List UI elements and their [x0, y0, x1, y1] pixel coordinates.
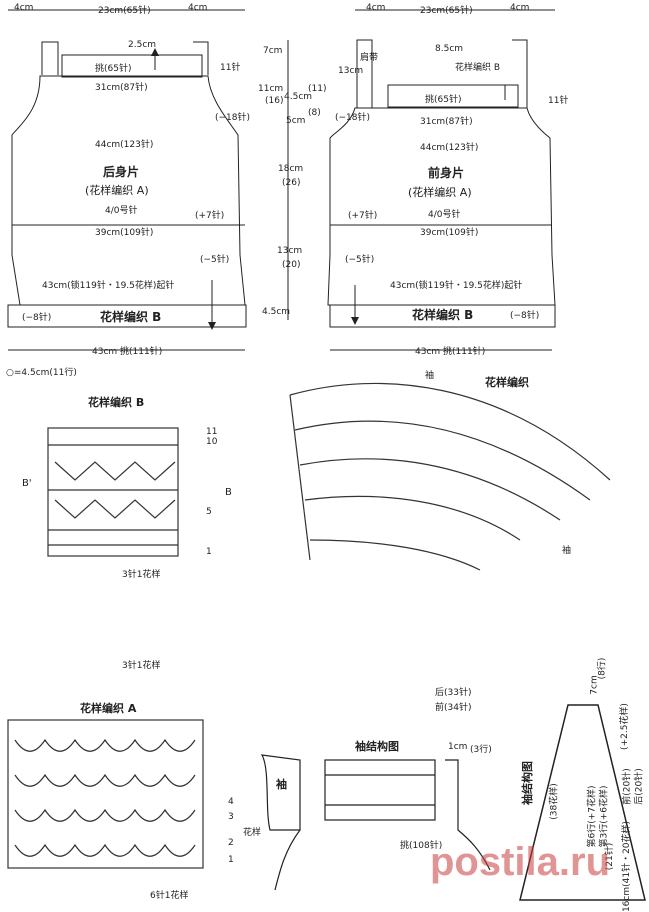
center-dim-6: 5cm: [286, 116, 306, 126]
center-dim-10: 13cm: [277, 246, 303, 256]
top-dim-right-right: 4cm: [510, 3, 530, 13]
row-note: ○=4.5cm(11行): [6, 368, 77, 378]
sleeve-pattern-title: 袖结构图: [521, 761, 534, 805]
sleeve-structure-height: 1cm: [448, 742, 468, 752]
pattern-b-prime: B': [22, 478, 32, 489]
back-neck-dec: 11针: [220, 63, 241, 73]
pattern-b-chart: [47, 427, 179, 557]
sleeve-pattern-count: (38花样): [549, 783, 560, 820]
top-dim-right-mid: 23cm(65针): [420, 6, 473, 16]
sleeve-structure-drawing: [260, 754, 491, 891]
front-strap-height: 13cm: [338, 66, 364, 76]
pattern-a-row-1: 1: [228, 855, 234, 865]
front-edge-label: 花样编织 B: [412, 308, 474, 322]
sleeve-pattern-back: 后(20针): [634, 768, 645, 805]
sleeve-pattern-inc2: 第3行(+6花样): [599, 785, 610, 848]
front-needle: 4/0号针: [428, 210, 461, 220]
pattern-b-row-5: 5: [206, 507, 212, 517]
back-needle: 4/0号针: [105, 206, 138, 216]
pattern-a-row-2: 2: [228, 838, 234, 848]
back-waist: 39cm(109针): [95, 228, 154, 238]
pattern-a-repeat-bottom: 6针1花样: [150, 891, 189, 901]
pattern-b-row-11: 11: [206, 427, 218, 437]
sleeve-back-count: 后(33针): [435, 688, 472, 698]
back-pick-up: 挑(65针): [95, 64, 132, 74]
front-bust: 44cm(123针): [420, 143, 479, 153]
front-neck-dec: 11针: [548, 96, 569, 106]
front-strap-label: 肩带: [360, 53, 379, 63]
center-dim-11: (20): [282, 260, 301, 270]
back-bust: 44cm(123针): [95, 140, 154, 150]
pattern-b-title: 花样编织 B: [88, 396, 145, 409]
front-strap-pattern: 花样编织 B: [455, 63, 501, 73]
center-dim-9: (26): [282, 178, 301, 188]
sleeve-structure-rows: (3行): [470, 745, 492, 755]
sleeve-chart-title: 花样编织: [485, 376, 529, 389]
front-subtitle: (花样编织 A): [408, 186, 472, 199]
watermark: postila.ru: [430, 840, 611, 884]
front-inc: (+7针): [348, 211, 378, 221]
back-dec: (−5针): [200, 255, 230, 265]
front-pick-up: 挑(65针): [425, 95, 462, 105]
center-dim-2: 11cm: [258, 84, 284, 94]
pattern-b-label: B: [225, 487, 232, 498]
sleeve-fan-chart: [289, 382, 611, 571]
sleeve-structure-pick-up: 挑(108针): [400, 841, 443, 851]
pattern-b-repeat: 3针1花样: [122, 570, 161, 580]
center-dim-1: 7cm: [263, 46, 283, 56]
pattern-a-title: 花样编织 A: [80, 702, 137, 715]
front-dec: (−5针): [345, 255, 375, 265]
back-subtitle: (花样编织 A): [85, 184, 149, 197]
pattern-a-row-3: 3: [228, 812, 234, 822]
pattern-a-row-4: 4: [228, 797, 234, 807]
front-upper-width: 31cm(87针): [420, 117, 473, 127]
top-dim-left-left: 4cm: [14, 3, 34, 13]
center-dim-7: (8): [308, 108, 321, 118]
back-title: 后身片: [103, 165, 140, 179]
pattern-a-label: 花样: [243, 828, 262, 838]
center-dim-4: 4.5cm: [284, 92, 313, 102]
pattern-a-chart: [7, 719, 204, 869]
front-hem-note: 43cm(锁119针・19.5花样)起针: [390, 281, 523, 291]
front-strap-width: 8.5cm: [435, 44, 464, 54]
pattern-b-row-10: 10: [206, 437, 218, 447]
top-dim-left-right: 4cm: [188, 3, 208, 13]
pattern-b-row-1: 1: [206, 547, 212, 557]
sleeve-pattern-bottom: 16cm(41针・20花样): [622, 820, 633, 912]
back-upper-width: 31cm(87针): [95, 83, 148, 93]
sleeve-pattern-side: (+2.5花样): [619, 703, 630, 750]
sleeve-front-count: 前(34针): [435, 703, 472, 713]
back-armhole-dec: (−18针): [215, 113, 251, 123]
back-edge-label: 花样编织 B: [100, 310, 162, 324]
center-dim-3: (16): [265, 96, 284, 106]
sleeve-pattern-top-rows: (8行): [597, 657, 608, 680]
front-edge-dec: (−8针): [510, 311, 540, 321]
back-hem-note: 43cm(锁119针・19.5花样)起针: [42, 281, 175, 291]
back-strap-height: 2.5cm: [128, 40, 157, 50]
sleeve-trapezoid: [519, 704, 646, 901]
front-armhole-dec: (−18针): [335, 113, 371, 123]
pattern-a-repeat-top: 3针1花样: [122, 661, 161, 671]
center-dim-8: 18cm: [278, 164, 304, 174]
front-title: 前身片: [428, 166, 465, 180]
sleeve-chart-top-label: 袖: [425, 371, 435, 381]
center-dim-5: (11): [308, 84, 327, 94]
sleeve-structure-label: 袖: [276, 778, 287, 791]
back-edge-dec: (−8针): [22, 313, 52, 323]
back-bottom-width: 43cm 挑(111针): [92, 347, 163, 357]
sleeve-structure-title: 袖结构图: [355, 740, 399, 753]
top-dim-left-mid: 23cm(65针): [98, 6, 151, 16]
front-bottom-width: 43cm 挑(111针): [415, 347, 486, 357]
center-dim-12: 4.5cm: [262, 307, 291, 317]
sleeve-chart-bottom-label: 袖: [562, 546, 572, 556]
back-inc: (+7针): [195, 211, 225, 221]
front-waist: 39cm(109针): [420, 228, 479, 238]
top-dim-right-left: 4cm: [366, 3, 386, 13]
